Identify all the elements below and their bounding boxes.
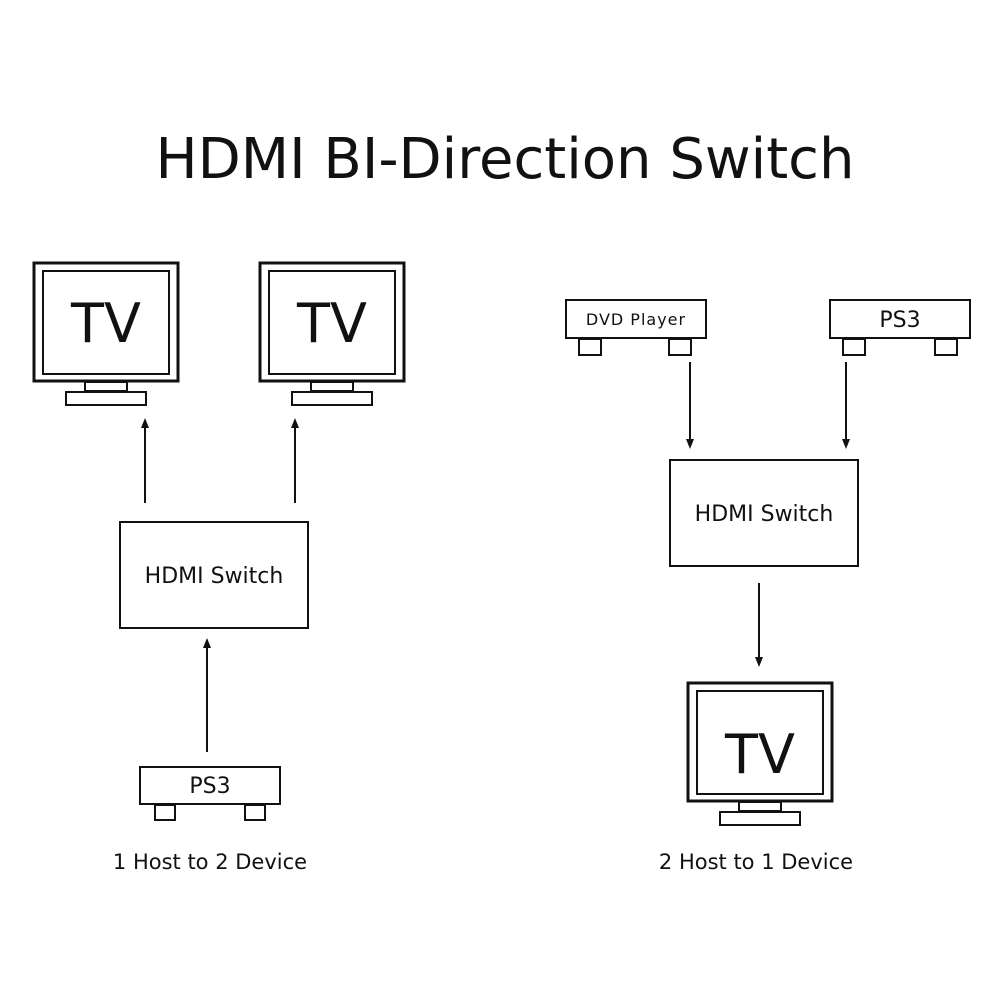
device-label: PS3 xyxy=(189,774,230,799)
device-label: DVD Player xyxy=(586,310,686,329)
tv-monitor-left-b: TV xyxy=(258,261,406,406)
switch-label: HDMI Switch xyxy=(695,502,834,527)
hdmi-switch-box-left: HDMI Switch xyxy=(119,521,309,629)
caption-left: 1 Host to 2 Device xyxy=(113,850,307,874)
caption-right: 2 Host to 1 Device xyxy=(659,850,853,874)
device-label: PS3 xyxy=(879,308,920,333)
tv-label: TV xyxy=(70,292,141,355)
hdmi-switch-box-right: HDMI Switch xyxy=(669,459,859,567)
tv-label: TV xyxy=(724,723,795,786)
ps3-device-left: PS3 xyxy=(139,766,281,821)
ps3-device-right: PS3 xyxy=(829,299,971,356)
diagram-title: HDMI BI-Direction Switch xyxy=(156,127,855,192)
tv-monitor-left-a: TV xyxy=(32,261,180,406)
tv-label: TV xyxy=(296,292,367,355)
tv-monitor-right: TV xyxy=(686,681,834,826)
dvd-player-device: DVD Player xyxy=(565,299,707,356)
switch-label: HDMI Switch xyxy=(145,564,284,589)
